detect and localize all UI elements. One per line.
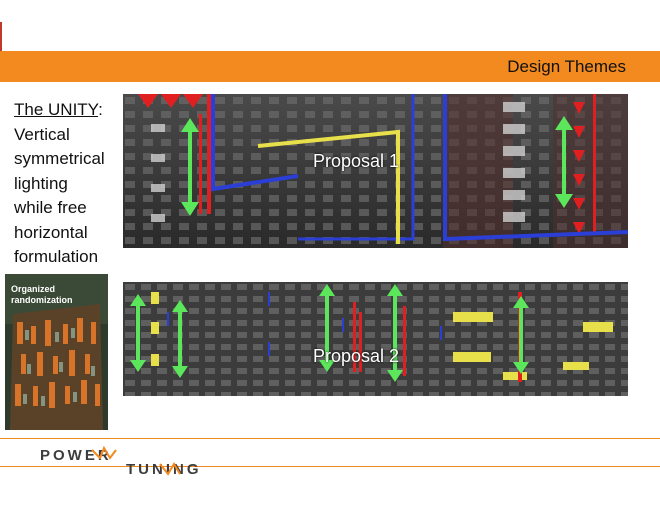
proposal-2-label: Proposal 2 — [313, 346, 400, 366]
proposal-1-label: Proposal 1 — [313, 151, 400, 171]
proposal-1-photo — [123, 94, 628, 248]
side-line-5: horizontal — [14, 222, 88, 242]
logo-line-1: POWER — [40, 447, 112, 464]
footer-divider-bottom — [0, 466, 660, 467]
title-banner: Design Themes — [0, 51, 660, 82]
side-description: The UNITY: Vertical symmetrical lighting… — [14, 98, 122, 270]
proposal-2-photo — [123, 282, 628, 396]
power-tuning-logo: POWER TUNING — [40, 446, 199, 478]
building-thumbnail — [5, 274, 108, 430]
side-title: The UNITY: — [14, 98, 122, 123]
side-line-1: Vertical — [14, 124, 70, 144]
side-title-colon: : — [98, 100, 103, 119]
slide-title: Design Themes — [507, 57, 626, 76]
side-line-2: symmetrical — [14, 149, 105, 168]
left-accent-line — [0, 22, 2, 52]
thumbnail-caption-line-2: randomization — [11, 295, 73, 305]
side-line-6: formulation — [14, 247, 99, 266]
footer-divider-top — [0, 438, 660, 439]
thumbnail-caption: Organized randomization — [11, 284, 101, 306]
thumbnail-caption-line-1: Organized — [11, 284, 56, 294]
side-line-3: lighting — [14, 173, 68, 193]
side-line-4: while free — [14, 198, 87, 217]
side-title-underlined: The UNITY — [14, 100, 99, 119]
